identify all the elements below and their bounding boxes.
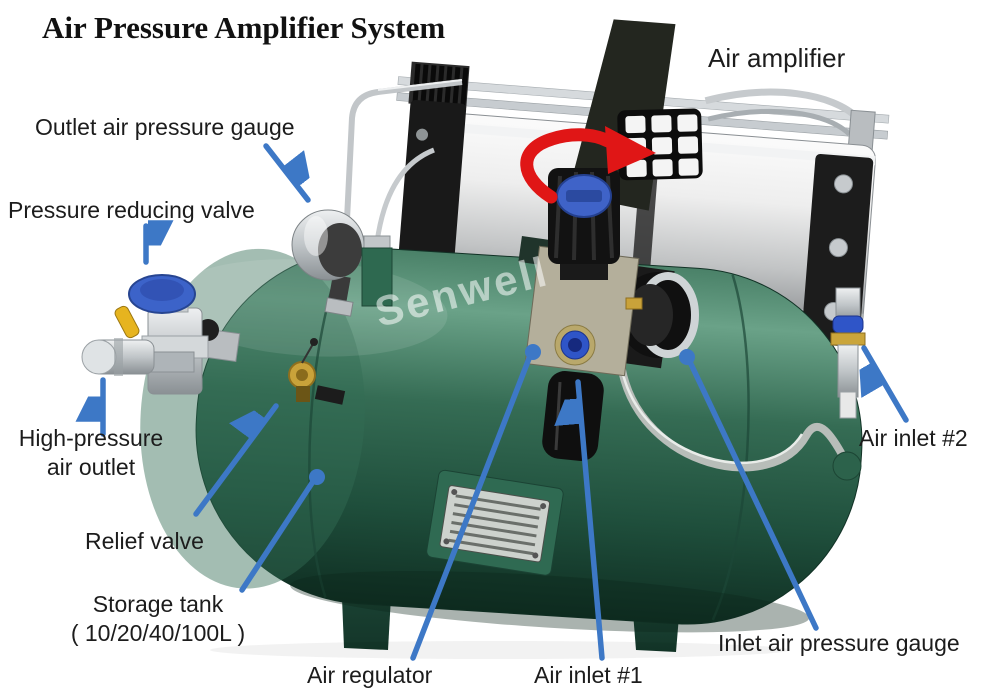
filter-bowl [542,370,604,462]
air-regulator-graphic [524,168,643,462]
label-air-inlet-1: Air inlet #1 [534,662,643,688]
label-storage-tank: Storage tank ( 10/20/40/100L ) [38,590,278,648]
pressure-reducing-valve-graphic [81,274,241,395]
label-high-pressure-outlet-line2: air outlet [46,453,136,480]
rotation-arrow [520,126,656,204]
relief-valve-arrow [193,406,279,517]
label-air-inlet-2: Air inlet #2 [859,425,968,451]
steel-tube-top [704,88,862,122]
annotation-arrows [103,143,909,661]
label-air-amplifier: Air amplifier [708,43,846,73]
steel-tube-right [618,369,862,481]
label-pressure-reducing-valve: Pressure reducing valve [8,197,255,223]
annotation-dots [309,344,695,485]
steel-tube-left [343,79,463,241]
relief-valve-graphic [288,338,346,405]
high-pressure-outlet-graphic [81,338,195,376]
inlet-gauge-dot [679,349,695,365]
air-inlet-2-graphic [830,287,866,419]
inlet-gauge-line [687,359,819,631]
label-air-regulator: Air regulator [307,662,433,688]
label-inlet-gauge: Inlet air pressure gauge [718,630,960,656]
label-relief-valve: Relief valve [85,528,204,554]
tank-outlet-fitting [361,147,435,307]
air-inlet-2-arrow [864,345,909,423]
diagram-title: Air Pressure Amplifier System [42,10,446,45]
label-high-pressure-outlet: High-pressure air outlet [2,424,180,482]
air-regulator-dot [525,344,541,360]
nameplate [426,469,564,576]
ball-valve-lever [114,305,140,339]
storage-tank-dot [309,469,325,485]
air-inlet-1-arrow [578,379,605,661]
label-storage-tank-line1: Storage tank [92,591,224,617]
air-regulator-line [410,353,533,661]
outlet-gauge-arrow [263,143,308,203]
label-outlet-gauge: Outlet air pressure gauge [35,114,295,140]
label-storage-tank-line2: ( 10/20/40/100L ) [70,619,246,646]
storage-tank-line [239,477,317,593]
label-high-pressure-outlet-line1: High-pressure [18,425,164,451]
